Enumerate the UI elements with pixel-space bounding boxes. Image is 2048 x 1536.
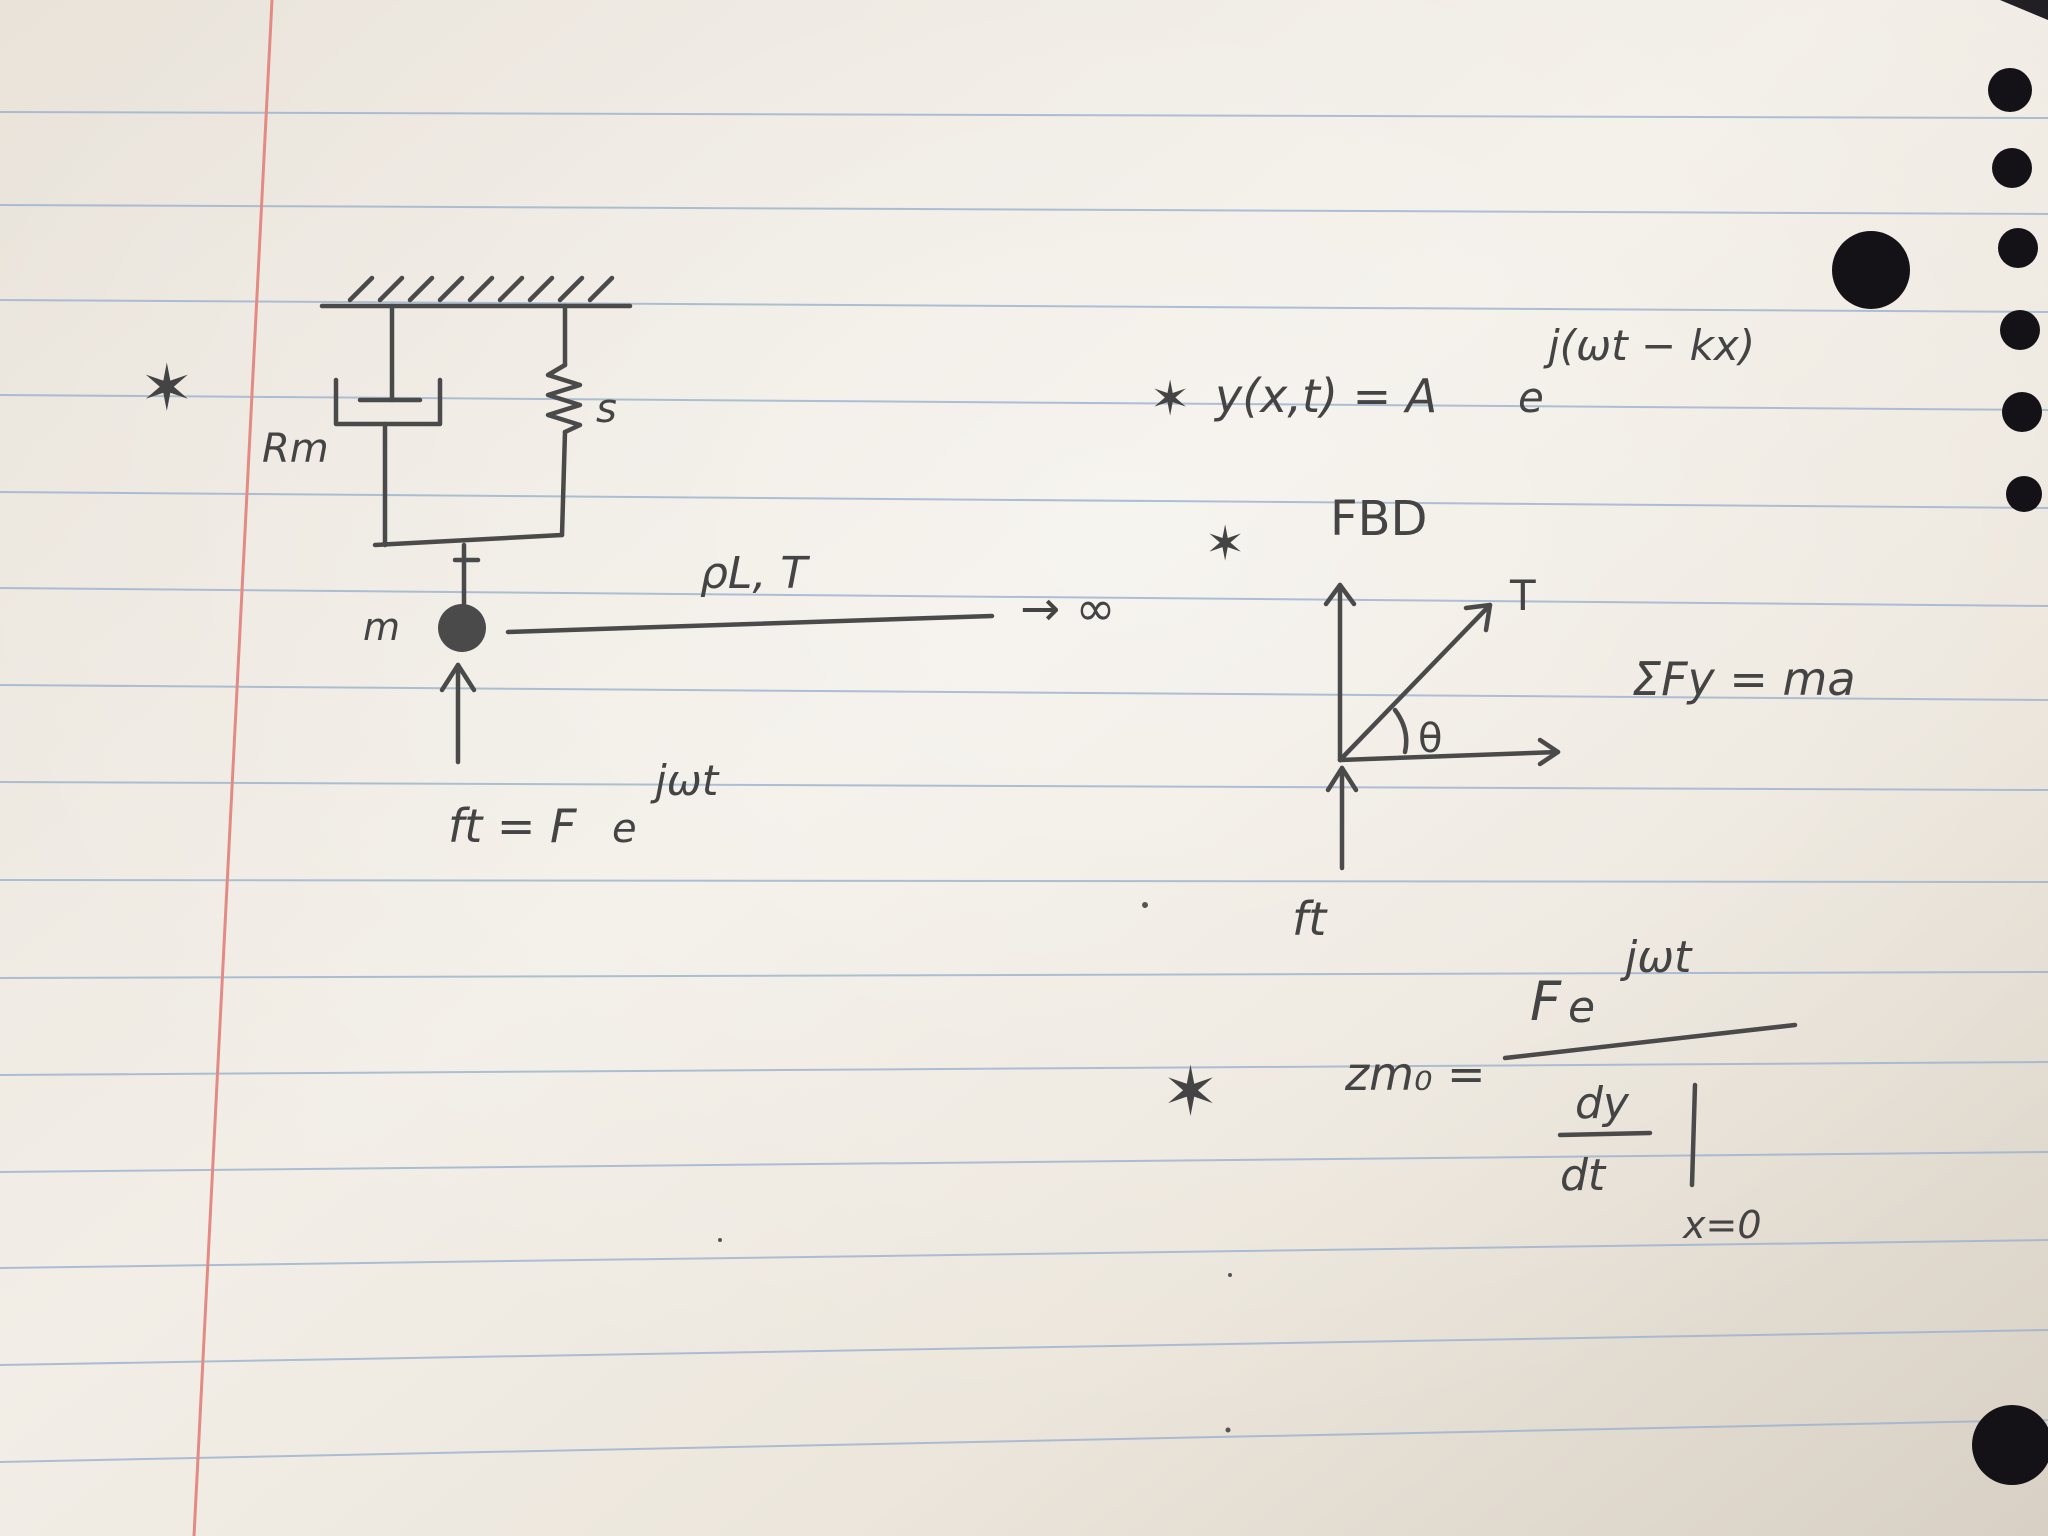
fraction-bar: [1502, 1022, 1798, 1061]
impedance-equation: zm₀ = F e jωt dy dt x=0: [1344, 932, 1798, 1247]
star-mark-3: ✶: [1205, 516, 1245, 572]
force-arrow: [439, 662, 477, 765]
evaluation-bar: [1689, 1082, 1698, 1188]
drive-force-lhs: ft = F: [448, 799, 577, 853]
angle-arc: [1392, 707, 1409, 755]
derivative-bar: [1557, 1130, 1653, 1138]
tension-label: T: [1509, 571, 1536, 620]
string-line: [505, 613, 995, 635]
drive-force-exponent: jωt: [650, 756, 720, 805]
wave-equation-lhs: y(x,t) = A: [1213, 369, 1437, 423]
ruled-lines: [0, 111, 2048, 1463]
drive-force-e: e: [612, 806, 637, 852]
infinity-label: → ∞: [1020, 581, 1115, 637]
star-mark-2: ✶: [1150, 371, 1190, 427]
impedance-numerator: F: [1530, 970, 1562, 1033]
evaluation-point: x=0: [1682, 1203, 1762, 1247]
spring-symbol: [545, 303, 583, 538]
angle-label: θ: [1418, 716, 1442, 762]
star-mark-4: ✶: [1162, 1053, 1219, 1132]
pencil-specks: [718, 902, 1232, 1433]
mass-spring-diagram: Rm s m ρL, T → ∞ ft = F e jωt: [262, 275, 1115, 853]
mass-label: m: [363, 605, 400, 649]
free-body-diagram: FBD T θ ft ΣFy = ma: [1292, 491, 1856, 946]
tension-vector: [1337, 602, 1493, 763]
impedance-denominator-top: dy: [1575, 1078, 1630, 1129]
spring-label: s: [596, 386, 617, 432]
impedance-numerator-exponent: jωt: [1620, 932, 1693, 983]
star-mark-1: ✶: [140, 352, 194, 426]
impedance-numerator-e: e: [1568, 982, 1595, 1033]
binder-holes: [1832, 68, 2048, 1485]
fbd-title: FBD: [1330, 491, 1428, 547]
damper-symbol: [333, 303, 443, 548]
fbd-axes: [1323, 582, 1561, 767]
wave-equation: y(x,t) = A e j(ωt − kx): [1213, 321, 1755, 423]
impedance-denominator-bottom: dt: [1560, 1150, 1607, 1201]
fbd-force-arrow: [1325, 765, 1359, 871]
wave-equation-base: e: [1518, 373, 1544, 422]
resistance-label: Rm: [262, 426, 329, 472]
mass-point: [438, 604, 486, 652]
string-label: ρL, T: [700, 548, 810, 599]
ceiling-hatch: [347, 275, 615, 303]
fbd-force-label: ft: [1292, 892, 1328, 946]
sum-forces-equation: ΣFy = ma: [1632, 652, 1856, 706]
impedance-lhs: zm₀ =: [1344, 1047, 1486, 1101]
margin-line: [192, 0, 274, 1536]
wave-equation-exponent: j(ωt − kx): [1543, 321, 1755, 370]
